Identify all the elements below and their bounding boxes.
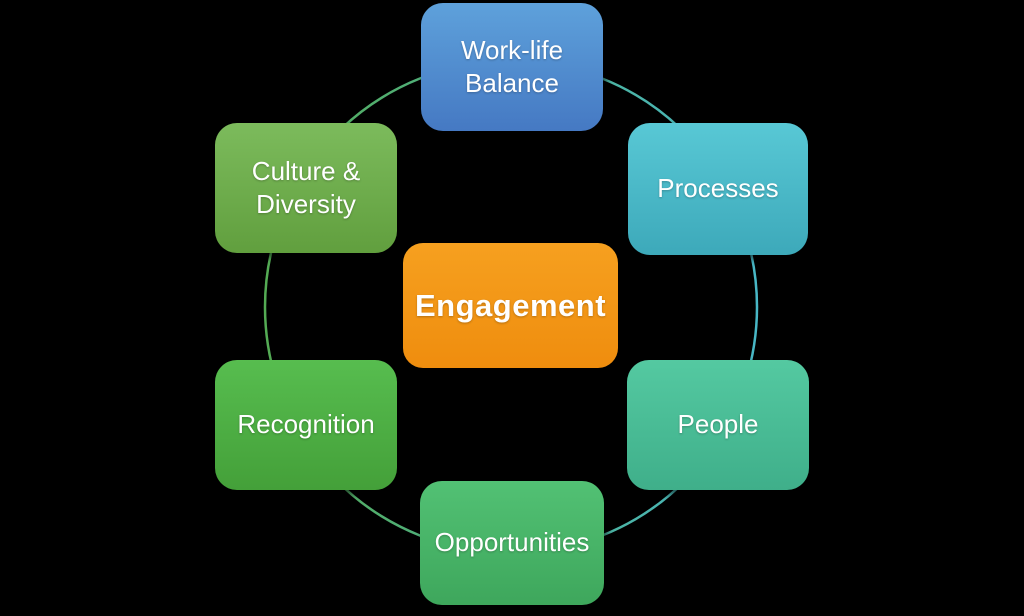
node-label-processes: Processes (657, 173, 779, 204)
node-label-work-life-balance: Work-life Balance (460, 34, 564, 98)
node-label-culture-diversity: Culture & Diversity (251, 155, 361, 219)
node-culture-diversity: Culture & Diversity (215, 123, 397, 253)
node-label-opportunities: Opportunities (434, 527, 590, 558)
node-processes: Processes (628, 123, 808, 255)
node-engagement-center: Engagement (403, 243, 618, 368)
node-people: People (627, 360, 809, 490)
node-label-people: People (677, 409, 759, 440)
node-work-life-balance: Work-life Balance (421, 3, 603, 131)
node-recognition: Recognition (215, 360, 397, 490)
node-opportunities: Opportunities (420, 481, 604, 605)
node-label-engagement: Engagement (414, 287, 607, 323)
node-label-recognition: Recognition (237, 409, 375, 440)
